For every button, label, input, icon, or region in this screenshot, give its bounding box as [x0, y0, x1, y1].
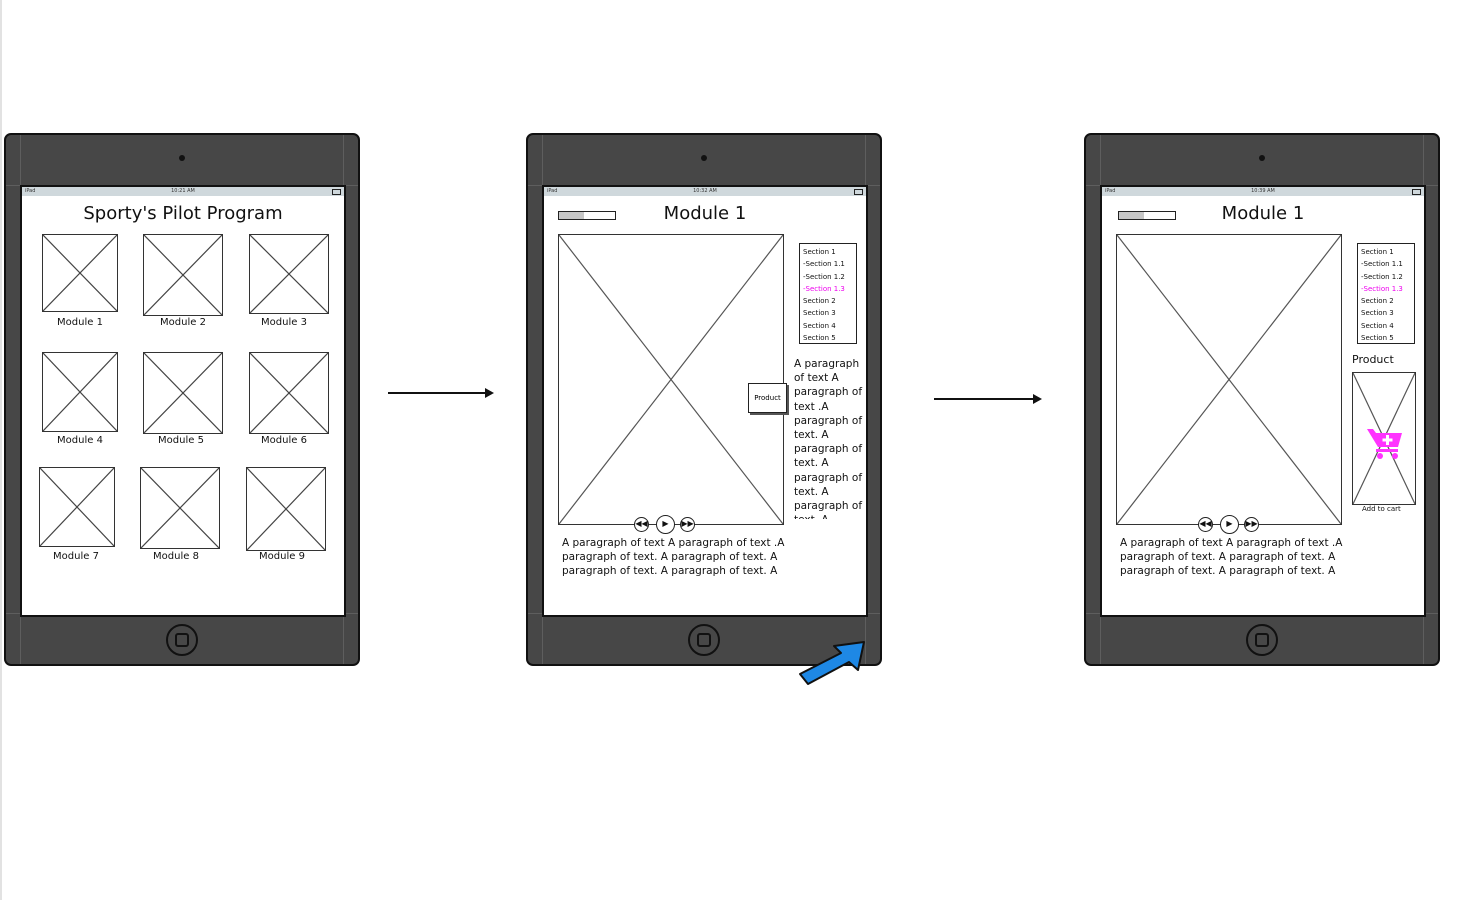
- body-line: A paragraph of text A paragraph of text …: [1120, 537, 1343, 549]
- module-label: Module 3: [261, 317, 307, 328]
- play-button[interactable]: ▶: [656, 515, 675, 534]
- screen-home: iPad 10:21 AM Sporty's Pilot Program Mod…: [20, 185, 346, 617]
- toc-item[interactable]: Section 2: [1361, 297, 1394, 306]
- section-toc: Section 1 -Section 1.1 -Section 1.2 -Sec…: [799, 243, 857, 344]
- carrier-label: iPad: [25, 188, 36, 194]
- progress-bar: [1118, 211, 1176, 220]
- forward-button[interactable]: ▶▶: [1244, 517, 1259, 532]
- video-player[interactable]: [1116, 234, 1342, 525]
- module-label: Module 8: [153, 551, 199, 562]
- toc-item[interactable]: Section 4: [803, 321, 836, 330]
- body-line: paragraph of text. A paragraph of text. …: [562, 551, 778, 563]
- module-tile-7[interactable]: [39, 467, 115, 547]
- toc-item[interactable]: Section 5: [803, 334, 836, 343]
- flow-arrow-1: [388, 388, 494, 398]
- module-tile-5[interactable]: [143, 352, 223, 434]
- camera-icon: [701, 155, 707, 161]
- pointer-arrow-icon: [799, 641, 865, 685]
- status-bar: iPad 10:39 AM: [1102, 187, 1424, 196]
- toc-item[interactable]: -Section 1.1: [803, 260, 845, 269]
- product-button[interactable]: Product: [748, 383, 787, 413]
- status-time: 10:21 AM: [171, 188, 195, 194]
- shopping-cart-add-icon[interactable]: [1366, 427, 1404, 459]
- home-button[interactable]: [688, 624, 720, 656]
- toc-item[interactable]: Section 1: [803, 248, 836, 256]
- toc-item[interactable]: Section 3: [803, 309, 836, 318]
- module-tile-4[interactable]: [42, 352, 118, 432]
- battery-icon: [854, 189, 863, 195]
- battery-icon: [332, 189, 341, 195]
- rewind-button[interactable]: ◀◀: [1198, 517, 1213, 532]
- module-tile-8[interactable]: [140, 467, 220, 549]
- product-title: Product: [1352, 353, 1394, 366]
- rewind-button[interactable]: ◀◀: [634, 517, 649, 532]
- body-line: A paragraph of text A paragraph of text …: [562, 537, 785, 549]
- status-bar: iPad 10:21 AM: [22, 187, 344, 196]
- page-title: Module 1: [663, 203, 747, 224]
- tablet-home: iPad 10:21 AM Sporty's Pilot Program Mod…: [4, 133, 360, 666]
- module-tile-6[interactable]: [249, 352, 329, 434]
- carrier-label: iPad: [1105, 188, 1116, 194]
- toc-item-active[interactable]: -Section 1.3: [1361, 284, 1403, 293]
- status-bar: iPad 10:32 AM: [544, 187, 866, 196]
- module-label: Module 5: [158, 435, 204, 446]
- module-tile-2[interactable]: [143, 234, 223, 316]
- side-paragraph: A paragraph of text A paragraph of text …: [794, 358, 863, 519]
- toc-item[interactable]: Section 3: [1361, 309, 1394, 318]
- page-title: Module 1: [1221, 203, 1305, 224]
- screen-module-product: iPad 10:39 AM Module 1 ◀◀ ▶ ▶▶ Section 1…: [1100, 185, 1426, 617]
- toc-item[interactable]: -Section 1.2: [803, 272, 845, 281]
- progress-fill: [559, 212, 585, 219]
- module-tile-1[interactable]: [42, 234, 118, 312]
- carrier-label: iPad: [547, 188, 558, 194]
- add-to-cart-link[interactable]: Add to cart: [1362, 505, 1401, 513]
- module-label: Module 4: [57, 435, 103, 446]
- toc-item-active[interactable]: -Section 1.3: [803, 284, 845, 293]
- section-toc: Section 1 -Section 1.1 -Section 1.2 -Sec…: [1357, 243, 1415, 344]
- module-tile-9[interactable]: [246, 467, 326, 551]
- tablet-module-video: iPad 10:32 AM Module 1 ◀◀ ▶ ▶▶ Section 1…: [526, 133, 882, 666]
- toc-item[interactable]: -Section 1.2: [1361, 272, 1403, 281]
- module-label: Module 1: [57, 317, 103, 328]
- body-line: paragraph of text. A paragraph of text. …: [562, 565, 778, 577]
- home-button[interactable]: [1246, 624, 1278, 656]
- camera-icon: [1259, 155, 1265, 161]
- status-time: 10:39 AM: [1251, 188, 1275, 194]
- forward-button[interactable]: ▶▶: [680, 517, 695, 532]
- play-button[interactable]: ▶: [1220, 515, 1239, 534]
- status-time: 10:32 AM: [693, 188, 717, 194]
- toc-item[interactable]: Section 4: [1361, 321, 1394, 330]
- module-label: Module 2: [160, 317, 206, 328]
- body-line: paragraph of text. A paragraph of text. …: [1120, 565, 1336, 577]
- toc-item[interactable]: -Section 1.1: [1361, 260, 1403, 269]
- module-tile-3[interactable]: [249, 234, 329, 314]
- video-player[interactable]: [558, 234, 784, 525]
- module-label: Module 9: [259, 551, 305, 562]
- page-title: Sporty's Pilot Program: [83, 203, 283, 224]
- body-line: paragraph of text. A paragraph of text. …: [1120, 551, 1336, 563]
- progress-fill: [1119, 212, 1145, 219]
- module-label: Module 6: [261, 435, 307, 446]
- module-label: Module 7: [53, 551, 99, 562]
- flow-arrow-2: [934, 394, 1042, 404]
- tablet-module-product: iPad 10:39 AM Module 1 ◀◀ ▶ ▶▶ Section 1…: [1084, 133, 1440, 666]
- toc-item[interactable]: Section 5: [1361, 334, 1394, 343]
- progress-bar: [558, 211, 616, 220]
- battery-icon: [1412, 189, 1421, 195]
- body-text: A paragraph of text A paragraph of text …: [1120, 536, 1342, 578]
- body-text: A paragraph of text A paragraph of text …: [562, 536, 784, 578]
- canvas-edge: [0, 0, 2, 900]
- camera-icon: [179, 155, 185, 161]
- home-button[interactable]: [166, 624, 198, 656]
- screen-module: iPad 10:32 AM Module 1 ◀◀ ▶ ▶▶ Section 1…: [542, 185, 868, 617]
- toc-item[interactable]: Section 2: [803, 297, 836, 306]
- toc-item[interactable]: Section 1: [1361, 248, 1394, 256]
